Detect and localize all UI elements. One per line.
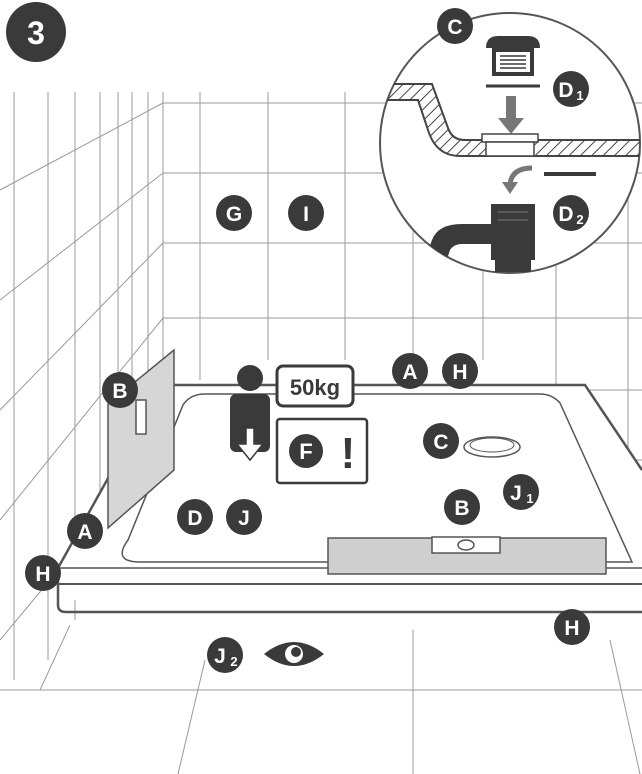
marker-b-wall: B xyxy=(112,380,127,403)
marker-d2-sub: 2 xyxy=(576,212,583,227)
drain-cap-icon xyxy=(486,36,540,88)
down-arrow-icon xyxy=(235,427,265,462)
down-arrow-icon xyxy=(498,96,524,134)
eye-icon xyxy=(264,642,324,666)
marker-d1-sub: 1 xyxy=(576,88,583,103)
curved-arrow-icon xyxy=(507,165,533,185)
marker-h-left: H xyxy=(35,563,50,586)
marker-b-level: B xyxy=(454,497,469,520)
level-bubble-icon xyxy=(135,399,147,435)
markers xyxy=(25,8,590,673)
marker-h-front: H xyxy=(564,617,579,640)
marker-j2-letter: J xyxy=(214,645,226,668)
marker-d1-letter: D xyxy=(558,79,573,102)
person-standing-icon xyxy=(230,365,270,452)
marker-i: I xyxy=(303,203,309,226)
marker-d2-letter: D xyxy=(558,203,573,226)
marker-a-top: A xyxy=(402,361,417,384)
weight-label: 50kg xyxy=(275,364,355,408)
marker-c-callout: C xyxy=(447,16,462,39)
marker-j-tray: J xyxy=(238,507,250,530)
drain-cover-icon xyxy=(463,436,521,458)
floor-tiles xyxy=(0,624,642,774)
tray-spirit-level xyxy=(327,536,607,575)
marker-d-tray: D xyxy=(187,507,202,530)
warning-exclamation: ! xyxy=(341,429,356,478)
marker-h-top: H xyxy=(452,361,467,384)
drain-detail-callout xyxy=(379,12,641,274)
marker-c-drain: C xyxy=(433,431,448,454)
drain-trap-icon xyxy=(424,204,535,272)
marker-j1-letter: J xyxy=(510,482,522,505)
warning-box: F ! xyxy=(275,417,369,485)
marker-g: G xyxy=(226,203,242,226)
weight-text: 50kg xyxy=(290,375,340,400)
level-bubble-icon xyxy=(457,539,475,551)
step-badge: 3 xyxy=(6,2,66,62)
side-wall-tiles xyxy=(0,92,164,680)
marker-f: F xyxy=(299,439,312,464)
marker-a-left: A xyxy=(77,521,92,544)
step-number: 3 xyxy=(27,15,45,51)
marker-j1-sub: 1 xyxy=(526,491,533,506)
marker-j2-sub: 2 xyxy=(230,654,237,669)
